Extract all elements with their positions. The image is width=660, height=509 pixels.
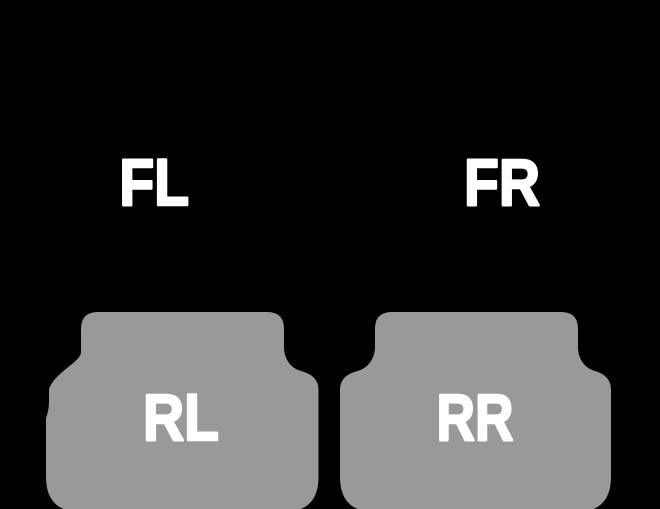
svg-text:FL: FL	[119, 145, 189, 219]
svg-text:RL: RL	[143, 380, 219, 454]
svg-text:RR: RR	[437, 380, 514, 454]
svg-text:FR: FR	[464, 145, 540, 219]
